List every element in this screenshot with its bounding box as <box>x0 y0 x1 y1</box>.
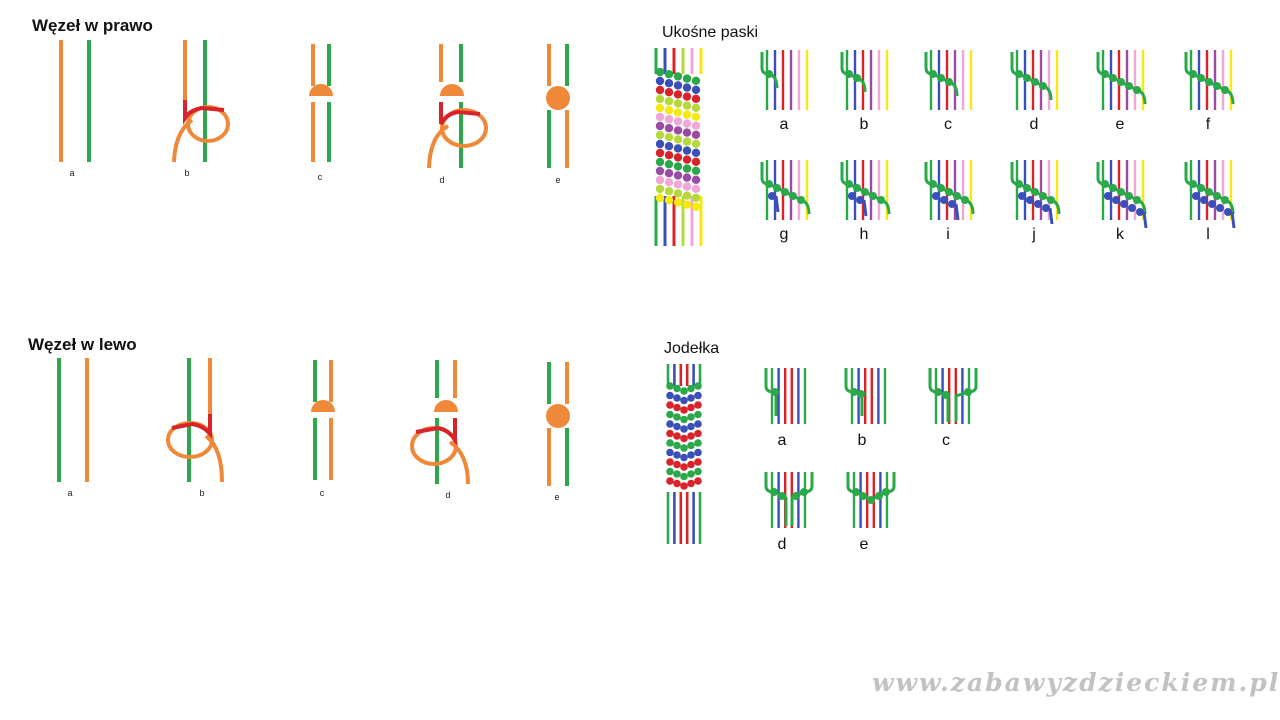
diagonal-step-f-diagram <box>1184 50 1235 110</box>
left-knot-label-d: d <box>445 490 451 500</box>
right-knot-label-b: b <box>184 168 190 178</box>
diagonal-step-l-diagram <box>1184 160 1236 229</box>
diagonal-step-i-diagram <box>924 160 975 221</box>
left-knot-label-c: c <box>319 488 325 498</box>
chevron-step-b-diagram <box>844 368 887 424</box>
diagonal-step-h-diagram <box>840 160 891 220</box>
chevron-step-b-label: b <box>857 432 867 449</box>
diagonal-step-j-diagram <box>1010 160 1061 225</box>
right-knot-step-c <box>309 44 333 162</box>
right-knot-title: Węzeł w prawo <box>32 16 153 35</box>
diagonal-step-g-diagram <box>760 160 811 220</box>
diagonal-step-c-diagram <box>924 50 973 110</box>
left-knot-label-b: b <box>199 488 205 498</box>
chevron-step-e-diagram <box>846 472 896 528</box>
right-knot-step-b <box>172 40 230 163</box>
chevron-bracelet-illustration <box>666 364 702 544</box>
diagonal-step-b-label: b <box>859 116 869 133</box>
left-knot-step-c <box>311 360 335 480</box>
right-knot-step-e <box>546 44 570 168</box>
chevron-title: Jodełka <box>664 340 720 357</box>
diagonal-step-a-label: a <box>779 116 789 133</box>
diagonal-step-e-diagram <box>1096 50 1147 110</box>
left-knot-step-a <box>57 358 89 482</box>
diagonal-step-d-label: d <box>1029 116 1039 133</box>
diagonal-step-e-label: e <box>1115 116 1125 133</box>
diagonal-step-j-label: j <box>1032 226 1036 243</box>
chevron-step-a-diagram <box>764 368 807 424</box>
chevron-step-c-label: c <box>942 432 950 449</box>
chevron-step-e-label: e <box>859 536 869 553</box>
right-knot-step-a <box>59 40 91 162</box>
left-knot-step-b <box>166 358 224 483</box>
diagonal-bracelet-illustration <box>654 48 703 246</box>
diagonal-step-b-diagram <box>840 50 889 110</box>
left-knot-title: Węzeł w lewo <box>28 335 137 354</box>
right-knot-step-d <box>427 44 488 169</box>
diagonal-step-g-label: g <box>779 226 789 243</box>
diagonal-step-l-label: l <box>1206 226 1210 243</box>
chevron-step-d-diagram <box>764 472 814 528</box>
chevron-step-d-label: d <box>777 536 787 553</box>
diagonal-step-a-diagram <box>760 50 809 110</box>
diagonal-step-k-label: k <box>1116 226 1124 243</box>
right-knot-label-d: d <box>439 175 445 185</box>
right-knot-label-c: c <box>317 172 323 182</box>
right-knot-label-e: e <box>555 175 561 185</box>
diagonal-step-c-label: c <box>944 116 952 133</box>
diagonal-step-i-label: i <box>946 226 950 243</box>
left-knot-step-e <box>546 362 570 486</box>
left-knot-label-e: e <box>554 492 560 502</box>
diagonal-title: Ukośne paski <box>662 24 759 41</box>
chevron-step-a-label: a <box>777 432 787 449</box>
diagonal-step-h-label: h <box>859 226 869 243</box>
chevron-step-c-diagram <box>928 368 978 424</box>
right-knot-label-a: a <box>69 168 75 178</box>
diagonal-step-d-diagram <box>1010 50 1059 110</box>
watermark-text: www.zabawyzdzieckiem.pl <box>872 668 1280 697</box>
diagonal-step-k-diagram <box>1096 160 1148 229</box>
diagonal-step-f-label: f <box>1205 116 1211 133</box>
left-knot-label-a: a <box>67 488 73 498</box>
left-knot-step-d <box>410 360 470 485</box>
